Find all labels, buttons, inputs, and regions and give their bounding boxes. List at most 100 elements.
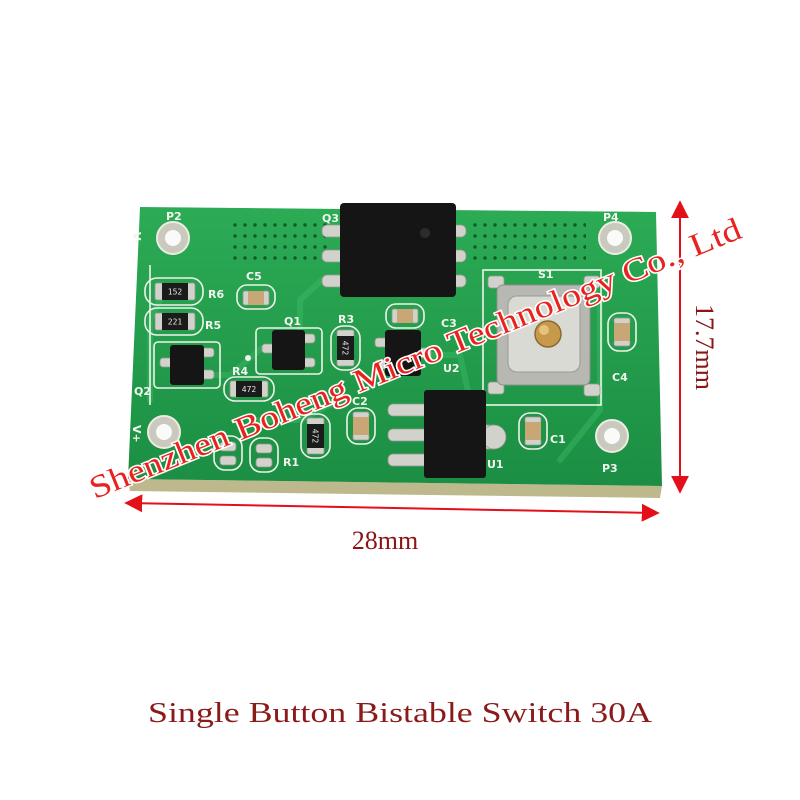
r3-body xyxy=(337,336,354,360)
s1-tactile-button xyxy=(487,275,601,397)
s1-leg xyxy=(583,275,601,289)
q2-body xyxy=(170,345,204,385)
mounting-hole-bottom-left xyxy=(147,415,181,449)
width-dimension: 28mm xyxy=(124,494,660,555)
q3-body xyxy=(340,203,456,297)
r5-body xyxy=(162,313,188,330)
mounting-hole-bottom-right xyxy=(595,419,629,453)
bottom-pads xyxy=(219,441,273,468)
q1-transistor xyxy=(261,330,316,370)
height-label: 17.7mm xyxy=(690,304,719,390)
label-r3: R3 xyxy=(338,313,354,326)
r4-marking: 472 xyxy=(242,385,257,394)
u2-body xyxy=(385,330,421,376)
silk-outline-c4 xyxy=(607,312,637,352)
u1-regulator-chip xyxy=(387,390,507,478)
label-c4: C4 xyxy=(612,371,628,384)
pcb: 152 221 472 472 472 xyxy=(128,203,662,498)
silkscreen-outlines xyxy=(144,265,637,473)
label-q3: Q3 xyxy=(322,212,339,225)
q3-mosfet-chip xyxy=(321,203,467,297)
label-p3: P3 xyxy=(602,462,618,475)
silk-outline-pad xyxy=(213,435,243,471)
silk-outline-r4 xyxy=(223,376,275,402)
label-p4: P4 xyxy=(603,211,619,224)
c4-capacitor xyxy=(613,317,631,347)
label-c3: C3 xyxy=(441,317,457,330)
mounting-hole-top-left xyxy=(156,221,190,255)
silk-outline-c3 xyxy=(385,303,425,329)
label-v-minus: V- xyxy=(130,232,143,244)
mounting-hole-top-right xyxy=(598,221,632,255)
silk-outline-s1 xyxy=(482,269,602,406)
label-u1: U1 xyxy=(487,458,504,471)
trace xyxy=(247,397,343,423)
c4-body xyxy=(614,323,630,341)
r1-body xyxy=(307,424,324,448)
label-r4: R4 xyxy=(232,365,248,378)
label-c5: C5 xyxy=(246,270,262,283)
silk-outline-q1 xyxy=(255,327,323,375)
u2-chip xyxy=(374,330,432,376)
r3-resistor: 472 xyxy=(336,329,355,367)
pad xyxy=(219,455,237,466)
silk-outline-c5 xyxy=(236,284,276,310)
s1-leg xyxy=(487,275,505,289)
q2-transistor xyxy=(159,345,215,385)
label-r5: R5 xyxy=(205,319,221,332)
width-label: 28mm xyxy=(352,526,418,555)
product-caption: Single Button Bistable Switch 30A xyxy=(148,698,653,729)
label-q2: Q2 xyxy=(134,385,151,398)
pad xyxy=(219,441,237,452)
pad xyxy=(255,457,273,468)
label-r1: R1 xyxy=(283,456,299,469)
r4-resistor: 472 xyxy=(229,380,269,398)
silk-outline-r5 xyxy=(144,307,204,336)
label-r6: R6 xyxy=(208,288,224,301)
q1-body xyxy=(272,330,305,370)
u1-pin xyxy=(387,403,431,417)
u1-body xyxy=(424,390,486,478)
pcb-edge xyxy=(128,479,662,498)
c2-body xyxy=(353,417,369,435)
silk-outline-r3 xyxy=(330,325,361,371)
q3-pin1-dot xyxy=(420,228,430,238)
c5-body xyxy=(248,291,264,305)
r6-resistor: 152 xyxy=(154,282,196,301)
c1-capacitor xyxy=(524,416,542,446)
r5-marking: 221 xyxy=(168,318,183,327)
width-arrow xyxy=(124,494,660,522)
s1-leg xyxy=(487,381,505,395)
r6-body xyxy=(162,283,188,300)
label-q1: Q1 xyxy=(284,315,301,328)
c2-capacitor xyxy=(352,411,370,441)
s1-actuator-highlight xyxy=(539,325,549,335)
label-c2: C2 xyxy=(352,395,368,408)
s1-leg xyxy=(583,383,601,397)
label-c1: C1 xyxy=(550,433,566,446)
silk-dot xyxy=(245,355,251,361)
r3-marking: 472 xyxy=(341,341,350,356)
silk-outline-c2 xyxy=(346,407,376,445)
silk-outline-pad xyxy=(249,437,279,473)
trace xyxy=(557,297,603,463)
c3-capacitor xyxy=(391,308,419,324)
height-dimension: 17.7mm xyxy=(671,200,719,494)
r4-body xyxy=(236,381,262,397)
silk-outline-r1 xyxy=(300,413,331,459)
label-u2: U2 xyxy=(443,362,460,375)
r6-marking: 152 xyxy=(168,288,183,297)
silk-outline-q2 xyxy=(153,341,221,389)
c5-capacitor xyxy=(242,290,270,306)
c3-body xyxy=(397,309,413,323)
trace xyxy=(297,277,325,331)
pad xyxy=(255,443,273,454)
silkscreen-labels: P2 Q3 P4 S1 C5 R6 R5 Q1 R3 C3 C4 U2 Q2 R… xyxy=(130,210,628,475)
u1-pin xyxy=(387,428,431,442)
label-v-plus: V+ xyxy=(130,425,143,443)
r1-resistor: 472 xyxy=(306,417,325,455)
c1-body xyxy=(525,422,541,440)
label-p2: P2 xyxy=(166,210,182,223)
u1-pin xyxy=(387,453,431,467)
